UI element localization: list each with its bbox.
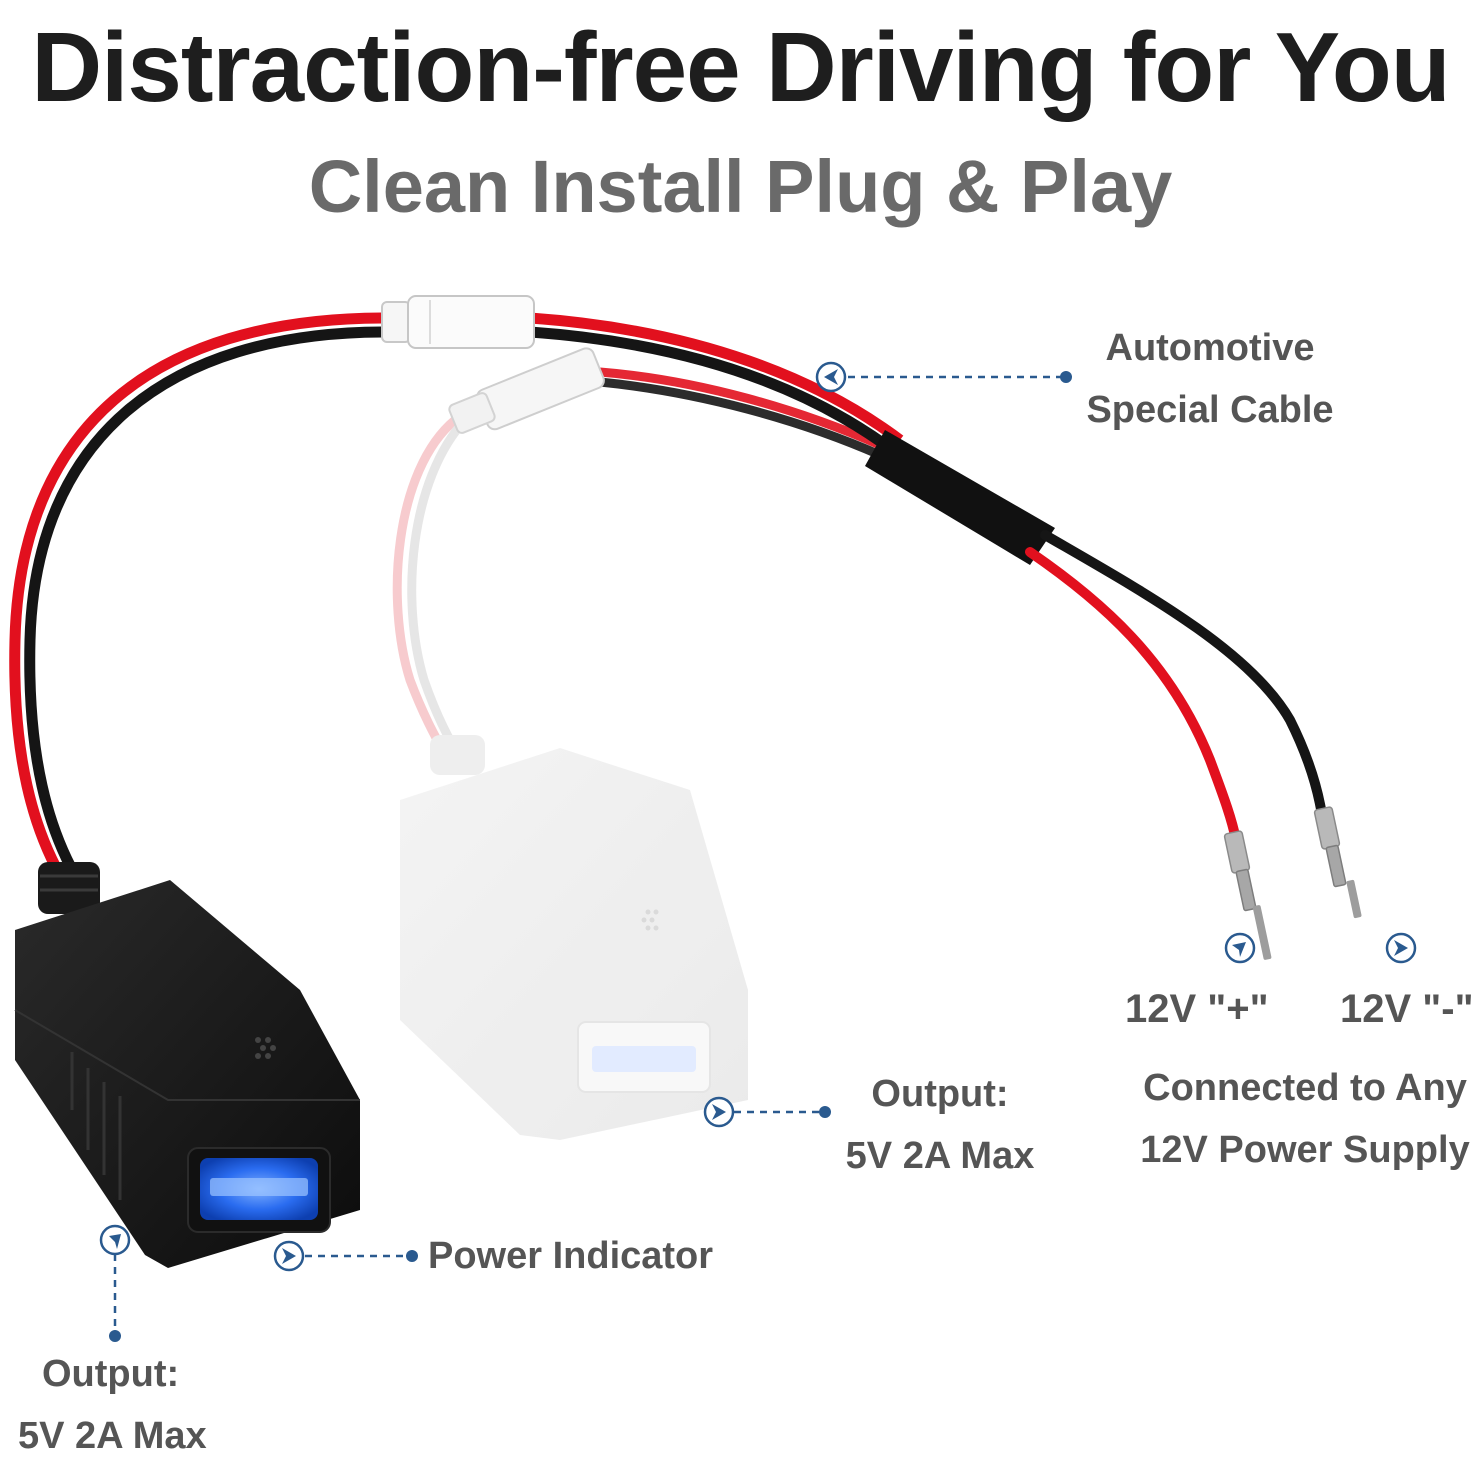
usb-adapter — [14, 862, 360, 1268]
output-left-label: Output: 5V 2A Max — [18, 1352, 207, 1459]
side-grip-ridges — [70, 1052, 122, 1200]
ghost-connector — [448, 347, 605, 434]
usb-port-led — [187, 1147, 331, 1233]
automotive-cable-label: Automotive Special Cable — [1060, 326, 1360, 433]
heat-shrink-sleeve — [865, 430, 1055, 565]
headline: Distraction-free Driving for You — [31, 12, 1450, 122]
connected-to-line1: Connected to Any — [1143, 1067, 1467, 1109]
output-right-line2: 5V 2A Max — [845, 1134, 1035, 1177]
positive-terminal-pin — [1223, 830, 1272, 960]
negative-terminal-pin — [1313, 806, 1362, 919]
ghost-adapter — [392, 347, 882, 1140]
output-left-line2: 5V 2A Max — [18, 1414, 207, 1457]
main-cable — [9, 295, 1362, 960]
callout-dots — [109, 371, 1072, 1342]
main-connector — [381, 295, 535, 349]
automotive-cable-line1: Automotive — [1105, 327, 1315, 369]
output-right-label: Output: 5V 2A Max — [830, 1072, 1050, 1179]
subheadline: Clean Install Plug & Play — [308, 145, 1173, 228]
callout-marker-arrows — [109, 369, 1408, 1264]
output-right-line1: Output: — [871, 1073, 1009, 1115]
connected-to-line2: 12V Power Supply — [1140, 1128, 1470, 1171]
vent-dots — [255, 1037, 276, 1059]
connected-to-label: Connected to Any 12V Power Supply — [1130, 1066, 1480, 1173]
positive-terminal-label: 12V "+" — [1125, 987, 1269, 1031]
negative-terminal-label: 12V "-" — [1340, 987, 1474, 1031]
callout-leaders — [113, 375, 1065, 1335]
ghost-vent-dots — [641, 909, 659, 931]
automotive-cable-line2: Special Cable — [1086, 388, 1334, 431]
output-left-line1: Output: — [42, 1353, 180, 1395]
power-indicator-label: Power Indicator — [428, 1235, 714, 1277]
